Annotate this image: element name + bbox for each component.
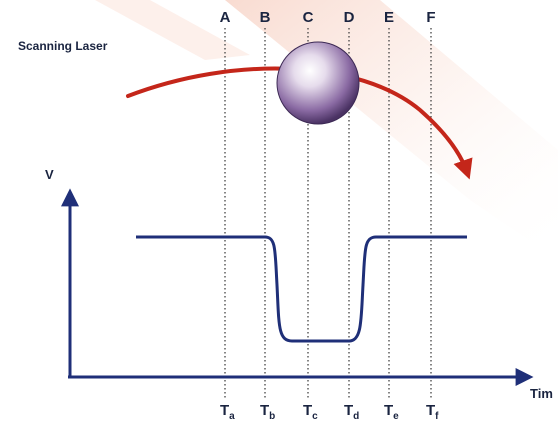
time-label-td: Td bbox=[344, 402, 359, 421]
x-axis-label: Tim bbox=[530, 386, 553, 401]
time-label-ta: Ta bbox=[220, 402, 235, 421]
column-label-f: F bbox=[426, 9, 435, 26]
time-label-tb: Tb bbox=[260, 402, 275, 421]
axes bbox=[61, 188, 534, 386]
voltage-waveform bbox=[136, 235, 467, 343]
column-label-e: E bbox=[384, 9, 394, 26]
particle-sphere bbox=[276, 41, 360, 125]
column-label-c: C bbox=[303, 9, 314, 26]
background-glow bbox=[95, 0, 558, 260]
column-label-d: D bbox=[344, 9, 355, 26]
column-labels: A B C D E F bbox=[220, 9, 436, 26]
laser-path-arrow bbox=[126, 66, 473, 180]
time-labels: Ta Tb Tc Td Te Tf bbox=[220, 402, 439, 421]
diagram-title: Scanning Laser bbox=[18, 39, 108, 53]
column-label-a: A bbox=[220, 9, 231, 26]
y-axis-label: V bbox=[45, 167, 54, 182]
column-label-b: B bbox=[260, 9, 271, 26]
time-label-tf: Tf bbox=[426, 402, 439, 421]
time-label-tc: Tc bbox=[303, 402, 318, 421]
time-label-te: Te bbox=[384, 402, 399, 421]
